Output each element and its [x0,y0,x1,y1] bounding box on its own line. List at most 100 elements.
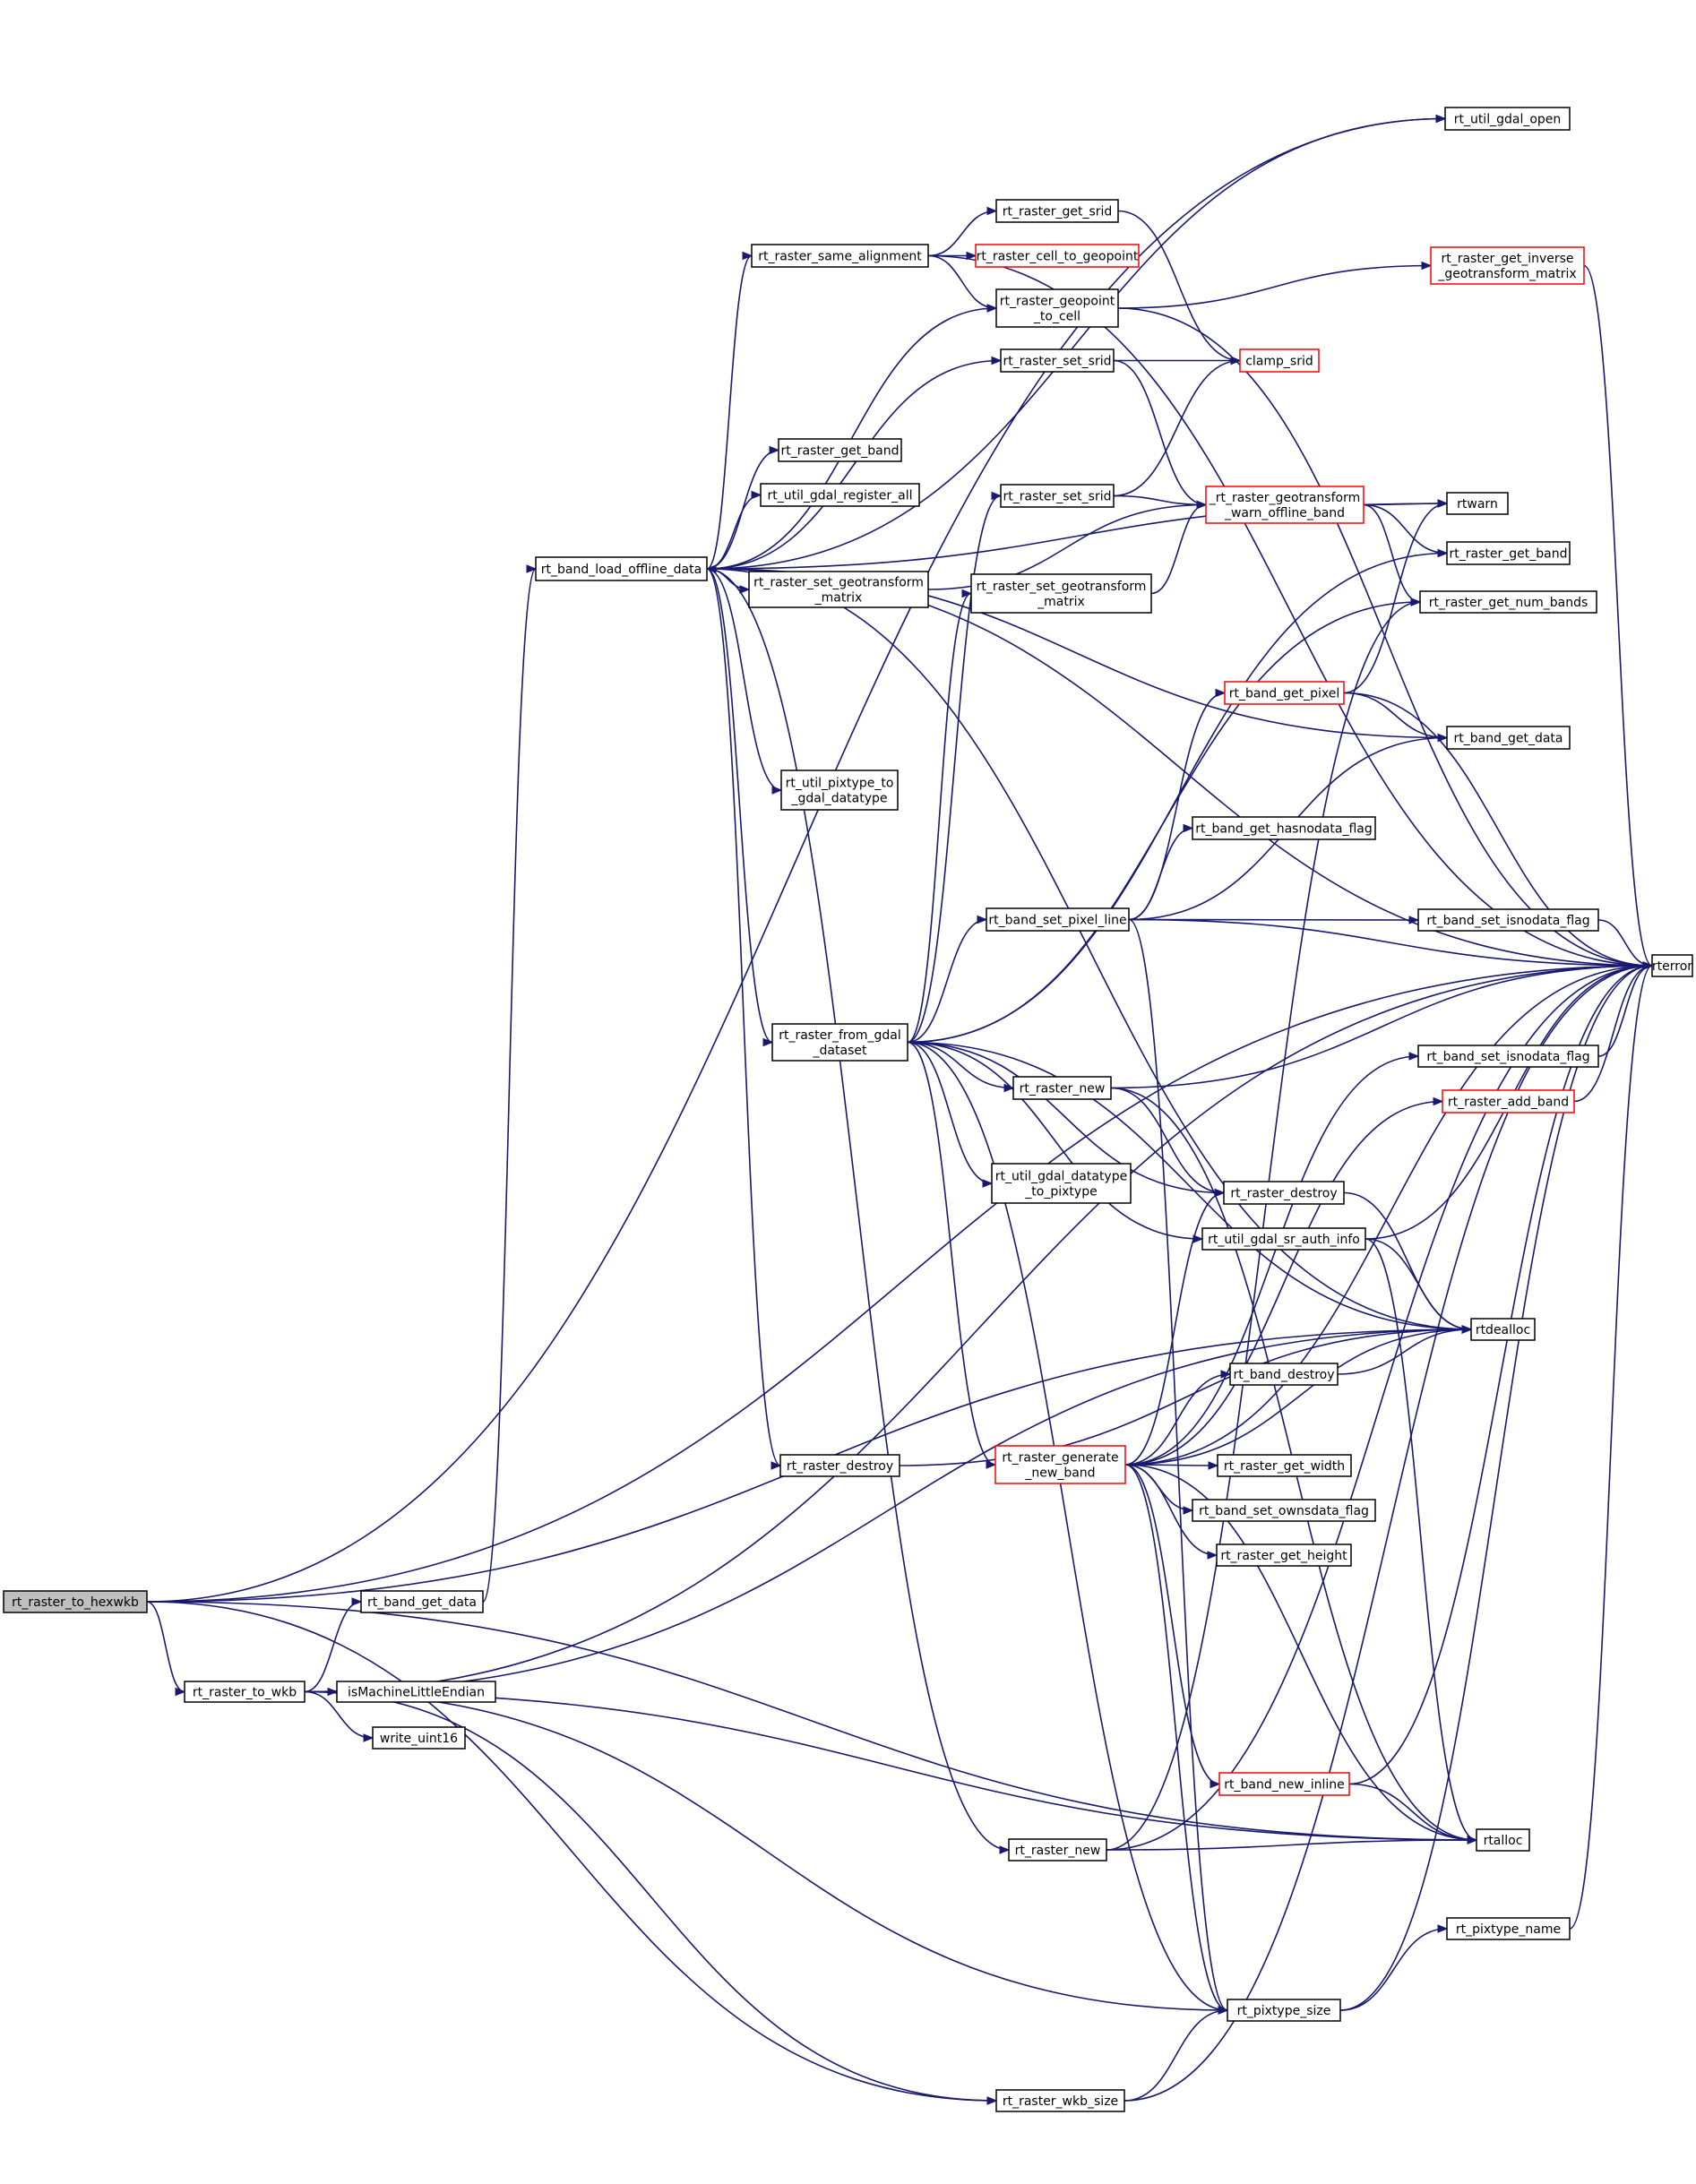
function-node-wu16[interactable]: write_uint16 [372,1726,466,1750]
function-node-from-gdal[interactable]: rt_raster_from_gdal_dataset [771,1023,908,1062]
call-edge-to_wkb-to-wu16 [304,1690,374,1742]
call-edge-hexwkb-to-wkb_size [146,1601,998,2105]
function-node-label: rt_raster_get_inverse [1441,252,1573,266]
call-edge-from_gdal-to-set_srid_b [907,491,1003,1044]
function-node-label: rt_raster_to_hexwkb [12,1595,139,1610]
function-node-get-width[interactable]: rt_raster_get_width [1217,1454,1352,1477]
function-node-label: rt_raster_set_geotransform [753,576,924,590]
arrowhead-icon [1220,1370,1232,1379]
function-node-rtalloc[interactable]: rtalloc [1476,1828,1530,1852]
function-node-label: rt_raster_get_num_bands [1429,596,1588,610]
arrowhead-icon [1210,1779,1221,1789]
function-node-load[interactable]: rt_band_load_offline_data [535,556,708,581]
function-node-set-owns[interactable]: rt_band_set_ownsdata_flag [1192,1499,1376,1522]
function-node-set-srid-a[interactable]: rt_raster_set_srid [1000,348,1115,373]
function-node-band-get-data-r[interactable]: rt_band_get_data [1446,726,1571,750]
arrowhead-icon [526,564,538,573]
function-node-rtwarn[interactable]: rtwarn [1446,492,1509,515]
call-edge-gen_band-to-band_destroy [1124,1370,1232,1466]
arrowhead-icon [762,1037,774,1047]
function-node-num-bands[interactable]: rt_raster_get_num_bands [1419,590,1597,614]
call-edge-wkb_size-to-rterror [1123,961,1654,2102]
call-edge-set_gt_r-to-warn_off [1150,500,1208,595]
function-node-pix-size[interactable]: rt_pixtype_size [1227,1999,1341,2022]
function-node-set-srid-b[interactable]: rt_raster_set_srid [1000,484,1115,508]
function-node-hexwkb[interactable]: rt_raster_to_hexwkb [3,1590,148,1613]
function-node-label: rt_band_set_isnodata_flag [1426,1050,1589,1064]
function-node-label: rt_pixtype_name [1456,1922,1561,1937]
function-node-label: rt_raster_get_srid [1003,205,1113,219]
function-node-to-wkb[interactable]: rt_raster_to_wkb [184,1681,306,1703]
arrowhead-icon [1433,1096,1444,1106]
call-edge-warn_off-to-num_bands [1363,503,1422,606]
function-node-wkb-size[interactable]: rt_raster_wkb_size [995,2089,1125,2112]
call-edge-gen_band-to-get_height [1124,1464,1218,1560]
function-node-util-open[interactable]: rt_util_gdal_open [1444,107,1571,131]
function-node-label: _gdal_datatype [790,792,887,806]
function-node-set-gt-m[interactable]: rt_raster_set_geotransform_matrix [748,571,929,608]
function-node-isnodata-b[interactable]: rt_band_set_isnodata_flag [1417,1045,1599,1068]
function-node-get-band-r[interactable]: rt_raster_get_band [1446,541,1571,565]
call-edge-raster_new_b-to-rtalloc [1106,1836,1478,1851]
function-node-get-srid[interactable]: rt_raster_get_srid [995,199,1119,223]
call-edge-from_gdal-to-band_set_pl [907,915,988,1044]
function-node-get-band-m[interactable]: rt_raster_get_band [778,438,902,462]
arrowhead-icon [961,589,973,598]
function-node-band-destroy[interactable]: rt_band_destroy [1229,1363,1339,1386]
call-edge-band_get_px-to-rtwarn [1343,499,1449,694]
function-node-destroy-r[interactable]: rt_raster_destroy [1223,1181,1345,1205]
function-node-warn-off[interactable]: _rt_raster_geotransform_warn_offline_ban… [1205,486,1365,524]
function-node-new-inline[interactable]: rt_band_new_inline [1218,1772,1350,1796]
call-edge-geo2cell-to-rterror [1117,307,1654,970]
function-node-label: rt_raster_get_band [781,444,900,459]
function-node-destroy-m[interactable]: rt_raster_destroy [779,1454,900,1477]
function-node-raster-new-a[interactable]: rt_raster_new [1012,1076,1112,1100]
call-edge-load-to-raster_new_b [706,568,1011,1854]
arrowhead-icon [771,786,783,795]
call-edge-band_set_pl-to-band_get_px [1128,688,1227,921]
function-node-band-get-data-l[interactable]: rt_band_get_data [360,1590,484,1613]
arrowhead-icon [751,490,762,500]
function-node-cell2geo[interactable]: rt_raster_cell_to_geopoint [975,244,1140,268]
function-node-clamp[interactable]: clamp_srid [1239,348,1320,373]
call-edge-band_get_data_l-to-load [482,564,538,1603]
function-node-inv-gt[interactable]: rt_raster_get_inverse_geotransform_matri… [1430,246,1585,285]
function-node-label: _to_pixtype [1024,1185,1097,1199]
call-edge-inv_gt-to-rterror [1583,264,1654,970]
call-edge-to_wkb-to-wkb_size [304,1690,998,2105]
function-node-rtdealloc[interactable]: rtdealloc [1470,1318,1536,1341]
function-node-label: rtalloc [1484,1834,1523,1848]
function-node-gen-band[interactable]: rt_raster_generate_new_band [994,1445,1126,1484]
function-node-sr-auth[interactable]: rt_util_gdal_sr_auth_info [1201,1227,1366,1251]
call-edge-hexwkb-to-to_wkb [146,1601,186,1697]
function-node-same-align[interactable]: rt_raster_same_alignment [751,244,929,268]
arrowhead-icon [1421,261,1433,271]
function-node-pix-name[interactable]: rt_pixtype_name [1446,1917,1571,1940]
arrowhead-icon [986,1460,997,1469]
function-node-rterror[interactable]: rterror [1651,954,1693,977]
function-node-isle[interactable]: isMachineLittleEndian [336,1681,496,1703]
arrowhead-icon [1408,916,1420,924]
function-node-reg-all[interactable]: rt_util_gdal_register_all [760,483,920,507]
function-node-isnodata-a[interactable]: rt_band_set_isnodata_flag [1417,908,1599,932]
function-node-label: rt_raster_get_height [1220,1549,1347,1563]
function-node-hasnodata[interactable]: rt_band_get_hasnodata_flag [1192,816,1376,840]
function-node-band-get-px[interactable]: rt_band_get_pixel [1224,681,1345,705]
arrowhead-icon [1435,114,1447,124]
function-node-band-set-pl[interactable]: rt_band_set_pixel_line [986,907,1130,932]
function-node-label: rt_raster_add_band [1448,1096,1569,1110]
function-node-raster-new-b[interactable]: rt_raster_new [1008,1838,1107,1862]
function-node-get-height[interactable]: rt_raster_get_height [1216,1543,1352,1567]
arrowhead-icon [986,304,998,313]
function-node-add-band[interactable]: rt_raster_add_band [1442,1089,1575,1113]
function-node-gdal2pt[interactable]: rt_util_gdal_datatype_to_pixtype [991,1163,1132,1204]
arrowhead-icon [1215,688,1227,698]
arrowhead-icon [1437,548,1449,558]
function-node-geo2cell[interactable]: rt_raster_geopoint_to_cell [995,288,1119,328]
call-edge-hexwkb-to-rtalloc [146,1601,1478,1844]
function-node-set-gt-r[interactable]: rt_raster_set_geotransform_matrix [970,573,1152,614]
function-node-label: rt_raster_get_band [1450,547,1568,562]
call-edge-pix_name-to-rterror [1569,961,1654,1930]
arrowhead-icon [1408,1052,1420,1061]
function-node-pt2gdal[interactable]: rt_util_pixtype_to_gdal_datatype [780,770,899,811]
